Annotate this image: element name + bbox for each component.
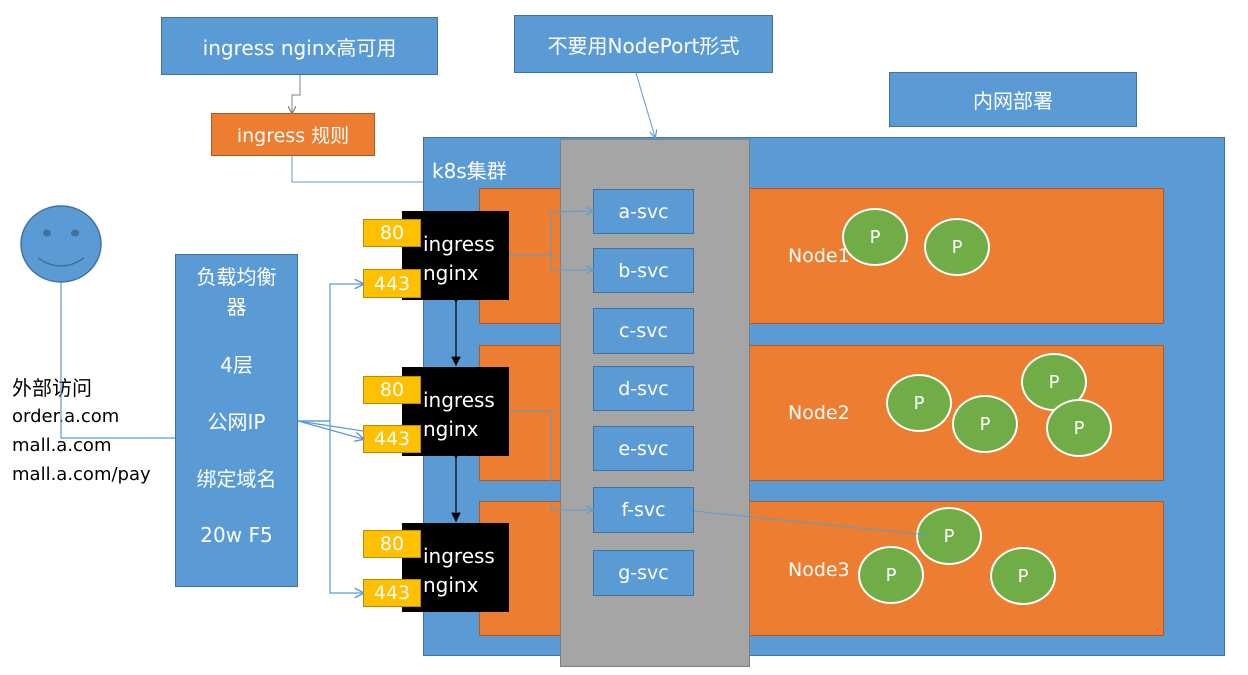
port-80-3: 80	[363, 530, 421, 558]
service-d: d-svc	[593, 366, 694, 411]
load-balancer	[175, 254, 298, 587]
service-g: g-svc	[593, 550, 694, 596]
node1-label: Node1	[788, 245, 850, 267]
ingress-rule-label: ingress 规则	[211, 113, 375, 156]
service-b: b-svc	[593, 248, 694, 293]
port-80-1: 80	[363, 219, 421, 247]
service-a: a-svc	[593, 189, 694, 234]
pod: P	[1046, 399, 1112, 457]
user-face-icon	[20, 205, 102, 283]
external-access: 外部访问 order.a.com mall.a.com mall.a.com/p…	[12, 374, 151, 489]
port-443-2: 443	[363, 425, 421, 453]
service-c: c-svc	[593, 308, 694, 354]
domain-order: order.a.com	[12, 406, 120, 427]
rule-to-cluster-connector	[291, 156, 423, 183]
port-80-2: 80	[363, 376, 421, 404]
port-443-3: 443	[363, 579, 421, 607]
lb-to-ingress-2-upper	[297, 420, 364, 432]
pod: P	[886, 374, 952, 432]
domain-mall: mall.a.com	[12, 435, 112, 456]
lb-text: 负载均衡 器 4层 公网IP 绑定域名 20w F5	[196, 265, 277, 547]
nodeport-to-service-connector	[635, 72, 655, 137]
pod: P	[916, 507, 982, 565]
port-443-1: 443	[363, 269, 421, 298]
domain-mall-pay: mall.a.com/pay	[12, 464, 151, 485]
service-e: e-svc	[593, 426, 694, 471]
cluster-title: k8s集群	[432, 159, 507, 183]
pod: P	[990, 547, 1056, 605]
lb-to-ingress-2	[297, 420, 363, 439]
ingress-ha-label: ingress nginx高可用	[161, 17, 438, 75]
ha-to-rule-connector	[292, 75, 301, 113]
pod: P	[858, 546, 924, 604]
pod: P	[952, 395, 1018, 453]
nodeport-warning-label: 不要用NodePort形式	[514, 15, 773, 73]
node3-label: Node3	[788, 559, 850, 581]
internal-deploy-label: 内网部署	[889, 72, 1137, 127]
pod: P	[842, 208, 908, 266]
service-f: f-svc	[593, 487, 694, 533]
pod: P	[924, 218, 990, 276]
node2-label: Node2	[788, 402, 850, 424]
lb-to-ingress-3	[298, 420, 363, 593]
lb-to-ingress-1	[298, 284, 363, 422]
